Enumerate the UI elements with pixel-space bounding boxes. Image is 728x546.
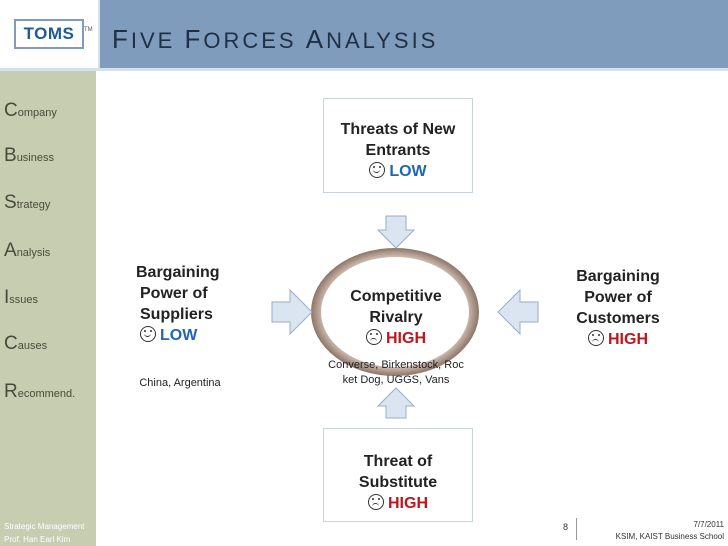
footer-date: 7/7/2011 — [693, 520, 724, 529]
footer-school: KSIM, KAIST Business School — [615, 532, 724, 541]
header-bar — [0, 0, 728, 68]
new-entrants-label-2: Entrants — [365, 142, 431, 159]
suppliers-label-3: Suppliers — [140, 306, 213, 323]
course-name: Strategic Management — [4, 522, 85, 531]
substitute-rating: HIGH — [324, 493, 472, 514]
suppliers-label-2: Power of — [140, 285, 208, 302]
threat-substitute-box: Threat of Substitute HIGH — [323, 428, 473, 522]
page-number: 8 — [563, 522, 569, 532]
frown-icon — [368, 494, 384, 510]
substitute-label-2: Substitute — [358, 474, 438, 491]
customers-rating: HIGH — [566, 329, 670, 350]
smiley-icon — [140, 326, 156, 342]
smiley-icon — [369, 162, 386, 178]
substitute-label-1: Threat of — [363, 453, 433, 470]
sidebar-item-issues[interactable]: Issues — [4, 287, 39, 308]
toms-logo: TOMS TM — [14, 19, 93, 49]
customers-label-3: Customers — [576, 310, 660, 327]
sidebar-item-recommend[interactable]: Recommend. — [4, 381, 76, 402]
arrow-left-icon — [497, 288, 539, 336]
sidebar-item-business[interactable]: Business — [4, 145, 54, 166]
sidebar-footer: Strategic Management Prof. Han Earl Kim — [4, 520, 85, 546]
rivalry-competitors-note: Converse, Birkenstock, Roc ket Dog, UGGS… — [328, 359, 464, 386]
sidebar-item-company[interactable]: Company — [4, 100, 57, 121]
new-entrants-rating: LOW — [324, 161, 472, 182]
suppliers-note: China, Argentina — [139, 377, 221, 389]
rivalry-label-1: Competitive — [350, 288, 442, 305]
customers-label-1: Bargaining — [576, 268, 660, 285]
customers-label-2: Power of — [584, 289, 652, 306]
logo-area: TOMS TM — [0, 0, 100, 68]
supplier-power-box: Bargaining Power of Suppliers LOW — [120, 262, 238, 346]
frown-icon — [588, 330, 604, 346]
sidebar-item-strategy[interactable]: Strategy — [4, 192, 51, 213]
logo-text: TOMS — [23, 24, 75, 43]
threat-new-entrants-box: Threats of New Entrants LOW — [323, 98, 473, 193]
competitive-rivalry-box: Competitive Rivalry HIGH — [333, 286, 459, 349]
new-entrants-label-1: Threats of New — [340, 121, 456, 138]
rivalry-rating: HIGH — [333, 328, 459, 349]
arrow-right-icon — [271, 288, 313, 336]
suppliers-rating: LOW — [136, 325, 238, 346]
sidebar-item-causes[interactable]: Causes — [4, 333, 48, 354]
arrow-down-icon — [376, 215, 416, 249]
professor-name: Prof. Han Earl Kim — [4, 535, 71, 544]
frown-icon — [366, 329, 382, 345]
arrow-up-icon — [376, 387, 416, 419]
logo-trademark: TM — [84, 27, 93, 33]
rivalry-label-2: Rivalry — [369, 309, 423, 326]
footer-divider — [576, 518, 577, 540]
page-title: FIVE FORCES ANALYSIS — [112, 24, 439, 54]
header-divider — [0, 68, 728, 71]
sidebar — [0, 71, 96, 546]
customer-power-box: Bargaining Power of Customers HIGH — [566, 266, 670, 350]
sidebar-item-analysis[interactable]: Analysis — [4, 240, 51, 261]
suppliers-label-1: Bargaining — [136, 264, 220, 281]
